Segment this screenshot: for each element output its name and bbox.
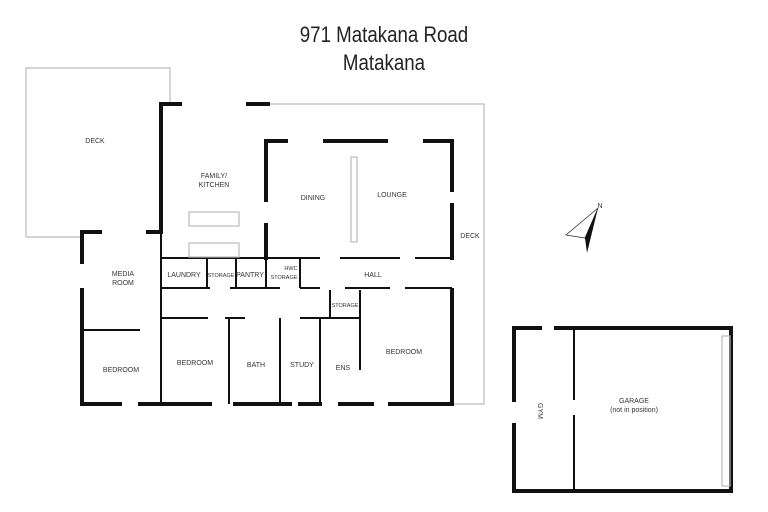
bedroom-2-label: BEDROOM xyxy=(177,360,213,367)
gym-label: GYM xyxy=(536,403,543,419)
north-label: N xyxy=(597,203,602,210)
deck-left-label: DECK xyxy=(85,138,105,145)
address-title: 971 Matakana Road xyxy=(299,22,469,47)
family-kitchen-label-2: KITCHEN xyxy=(199,182,230,189)
storage-label: STORAGE xyxy=(208,273,235,279)
deck-right-label: DECK xyxy=(460,233,480,240)
family-kitchen-label: FAMILY/ xyxy=(201,173,227,180)
interior-walls xyxy=(82,156,452,404)
garage-label: GARAGE xyxy=(619,398,649,405)
deck-outlines xyxy=(25,67,485,405)
bath-label: BATH xyxy=(247,362,265,369)
north-arrow-icon: N xyxy=(565,203,603,253)
bedroom-3-label: BEDROOM xyxy=(386,349,422,356)
hwc-label: HWC xyxy=(284,266,297,272)
media-room-label: MEDIA xyxy=(112,271,135,278)
room-labels: DECK FAMILY/ KITCHEN DINING LOUNGE DECK … xyxy=(85,138,658,419)
study-label: STUDY xyxy=(290,362,314,369)
locality-title: Matakana xyxy=(342,50,426,75)
bedroom-1-label: BEDROOM xyxy=(103,367,139,374)
media-room-label-2: ROOM xyxy=(112,280,134,287)
storage-hall-label: STORAGE xyxy=(332,303,359,309)
house-walls xyxy=(80,102,454,406)
hall-label: HALL xyxy=(364,272,382,279)
garage-note-label: (not in position) xyxy=(610,407,658,414)
dining-label: DINING xyxy=(301,195,326,202)
garage-walls xyxy=(512,326,733,493)
hwc-storage-label: STORAGE xyxy=(271,275,298,281)
pantry-label: PANTRY xyxy=(236,272,264,279)
lounge-label: LOUNGE xyxy=(377,192,407,199)
laundry-label: LAUNDRY xyxy=(167,272,201,279)
ens-label: ENS xyxy=(336,365,351,372)
